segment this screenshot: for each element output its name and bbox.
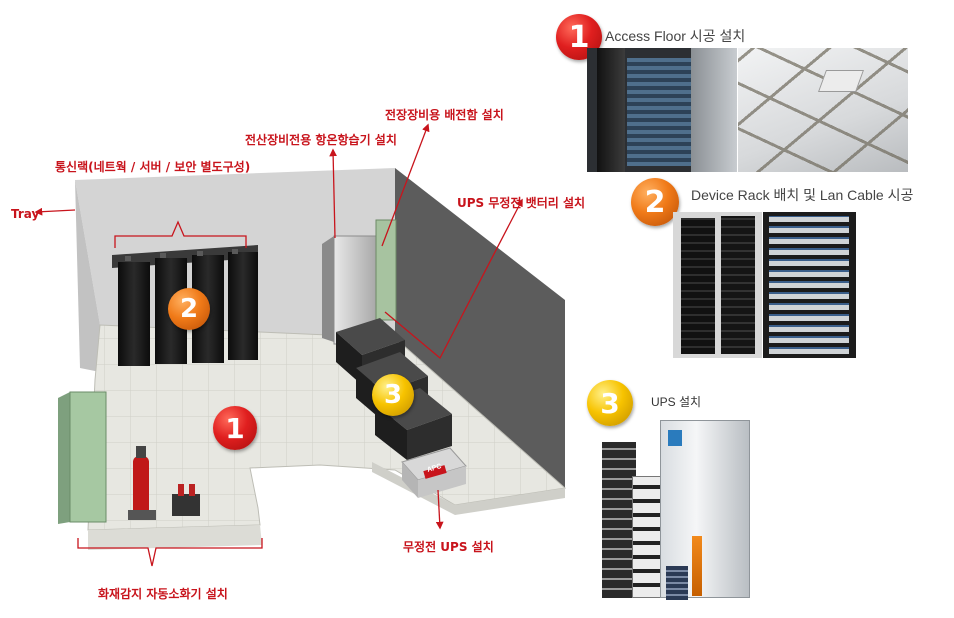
floor-edge bbox=[88, 525, 262, 550]
badge-1-floor: 1 bbox=[213, 406, 257, 450]
panel-3-caption: UPS 설치 bbox=[651, 395, 702, 409]
distribution-panel bbox=[375, 219, 397, 321]
fire-control-cabinet bbox=[69, 391, 107, 523]
hvac-unit-side bbox=[322, 236, 334, 342]
label-hvac: 전산장비전용 항온항습기 설치 bbox=[245, 133, 397, 147]
panel-2-caption: Device Rack 배치 및 Lan Cable 시공 bbox=[691, 187, 914, 203]
fire-extinguisher bbox=[128, 446, 156, 520]
ups-cabinets-photo bbox=[596, 418, 756, 602]
right-wall bbox=[395, 168, 565, 488]
panel-1-caption: Access Floor 시공 설치 bbox=[605, 28, 746, 44]
label-battery: UPS 무정전 뱃터리 설치 bbox=[457, 196, 586, 210]
access-floor-photo-1 bbox=[587, 48, 737, 172]
access-floor-photo-2 bbox=[738, 48, 908, 172]
label-tray: Tray bbox=[11, 207, 40, 221]
fire-cabinet-side bbox=[58, 392, 70, 524]
label-distribution: 전장장비용 배전함 설치 bbox=[385, 108, 504, 122]
annotation-lines bbox=[34, 123, 523, 567]
label-ups: 무정전 UPS 설치 bbox=[403, 540, 494, 554]
badge-2-racks: 2 bbox=[168, 288, 210, 330]
left-wall bbox=[75, 180, 100, 372]
panel-2-badge: 2 bbox=[631, 178, 679, 226]
panel-3-badge: 3 bbox=[587, 380, 633, 426]
extinguisher-cylinders bbox=[172, 484, 200, 516]
badge-3-battery: 3 bbox=[372, 374, 414, 416]
ups-unit bbox=[401, 447, 467, 498]
device-rack-photo-1 bbox=[673, 212, 762, 358]
device-rack-photo-2 bbox=[763, 212, 856, 358]
floor-edge-right bbox=[372, 462, 565, 515]
label-fire: 화재감지 자동소화기 설치 bbox=[98, 587, 228, 601]
label-racks: 통신랙(네트웍 / 서버 / 보안 별도구성) bbox=[55, 160, 251, 174]
